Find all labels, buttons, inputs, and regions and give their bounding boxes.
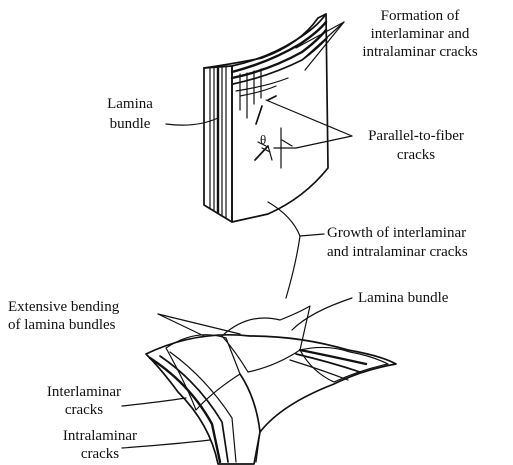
lamina-bundle-layers xyxy=(210,67,226,218)
leader-parallel-2 xyxy=(296,136,352,148)
leader-bending-1 xyxy=(158,314,204,336)
label-formation-line-3: intralaminar cracks xyxy=(362,44,478,60)
leader-growth xyxy=(268,202,300,298)
leader-lamina-bundle-bottom xyxy=(292,298,352,330)
label-growth-line-1: Growth of interlaminar xyxy=(327,225,466,241)
bottom-crack-layers xyxy=(150,350,366,462)
label-extensive-bending-line-2: of lamina bundles xyxy=(8,317,116,333)
label-intralaminar-line-2: cracks xyxy=(81,446,119,462)
label-parallel-cracks-line-1: Parallel-to-fiber xyxy=(368,128,464,144)
label-intralaminar-line-1: Intralaminar xyxy=(63,428,137,444)
label-formation-line-1: Formation of xyxy=(381,8,460,24)
label-interlaminar-line-2: cracks xyxy=(65,402,103,418)
leader-bending-2 xyxy=(158,314,240,334)
bottom-specimen xyxy=(146,306,396,464)
label-lamina-bundle-top: Lamina bundle xyxy=(107,96,153,132)
label-interlaminar-line-1: Interlaminar xyxy=(47,384,121,400)
label-lamina-bundle-top-line-2: bundle xyxy=(110,116,151,132)
left-bent-bundle xyxy=(166,335,240,410)
leader-lines xyxy=(122,22,352,448)
leader-parallel-1 xyxy=(266,100,352,136)
label-formation-line-2: interlaminar and xyxy=(371,26,470,42)
label-lamina-bundle-top-line-1: Lamina xyxy=(107,96,153,112)
label-parallel-cracks: Parallel-to-fiber cracks xyxy=(368,128,464,163)
label-formation: Formation of interlaminar and intralamin… xyxy=(362,8,478,60)
label-extensive-bending: Extensive bending of lamina bundles xyxy=(8,299,120,333)
parallel-crack-mark-1 xyxy=(256,106,262,124)
label-growth-line-2: and intralaminar cracks xyxy=(327,244,468,260)
label-extensive-bending-line-1: Extensive bending xyxy=(8,299,120,315)
label-intralaminar-cracks: Intralaminar cracks xyxy=(63,428,137,462)
parallel-crack-mark-2 xyxy=(268,96,276,100)
top-crack-bands xyxy=(232,22,327,96)
leader-interlaminar xyxy=(122,398,186,406)
label-growth: Growth of interlaminar and intralaminar … xyxy=(327,225,468,260)
label-interlaminar-cracks: Interlaminar cracks xyxy=(47,384,121,418)
label-theta: θ xyxy=(260,132,266,147)
leader-growth-label xyxy=(300,234,324,236)
label-parallel-cracks-line-2: cracks xyxy=(397,147,435,163)
label-lamina-bundle-bottom: Lamina bundle xyxy=(358,290,449,306)
